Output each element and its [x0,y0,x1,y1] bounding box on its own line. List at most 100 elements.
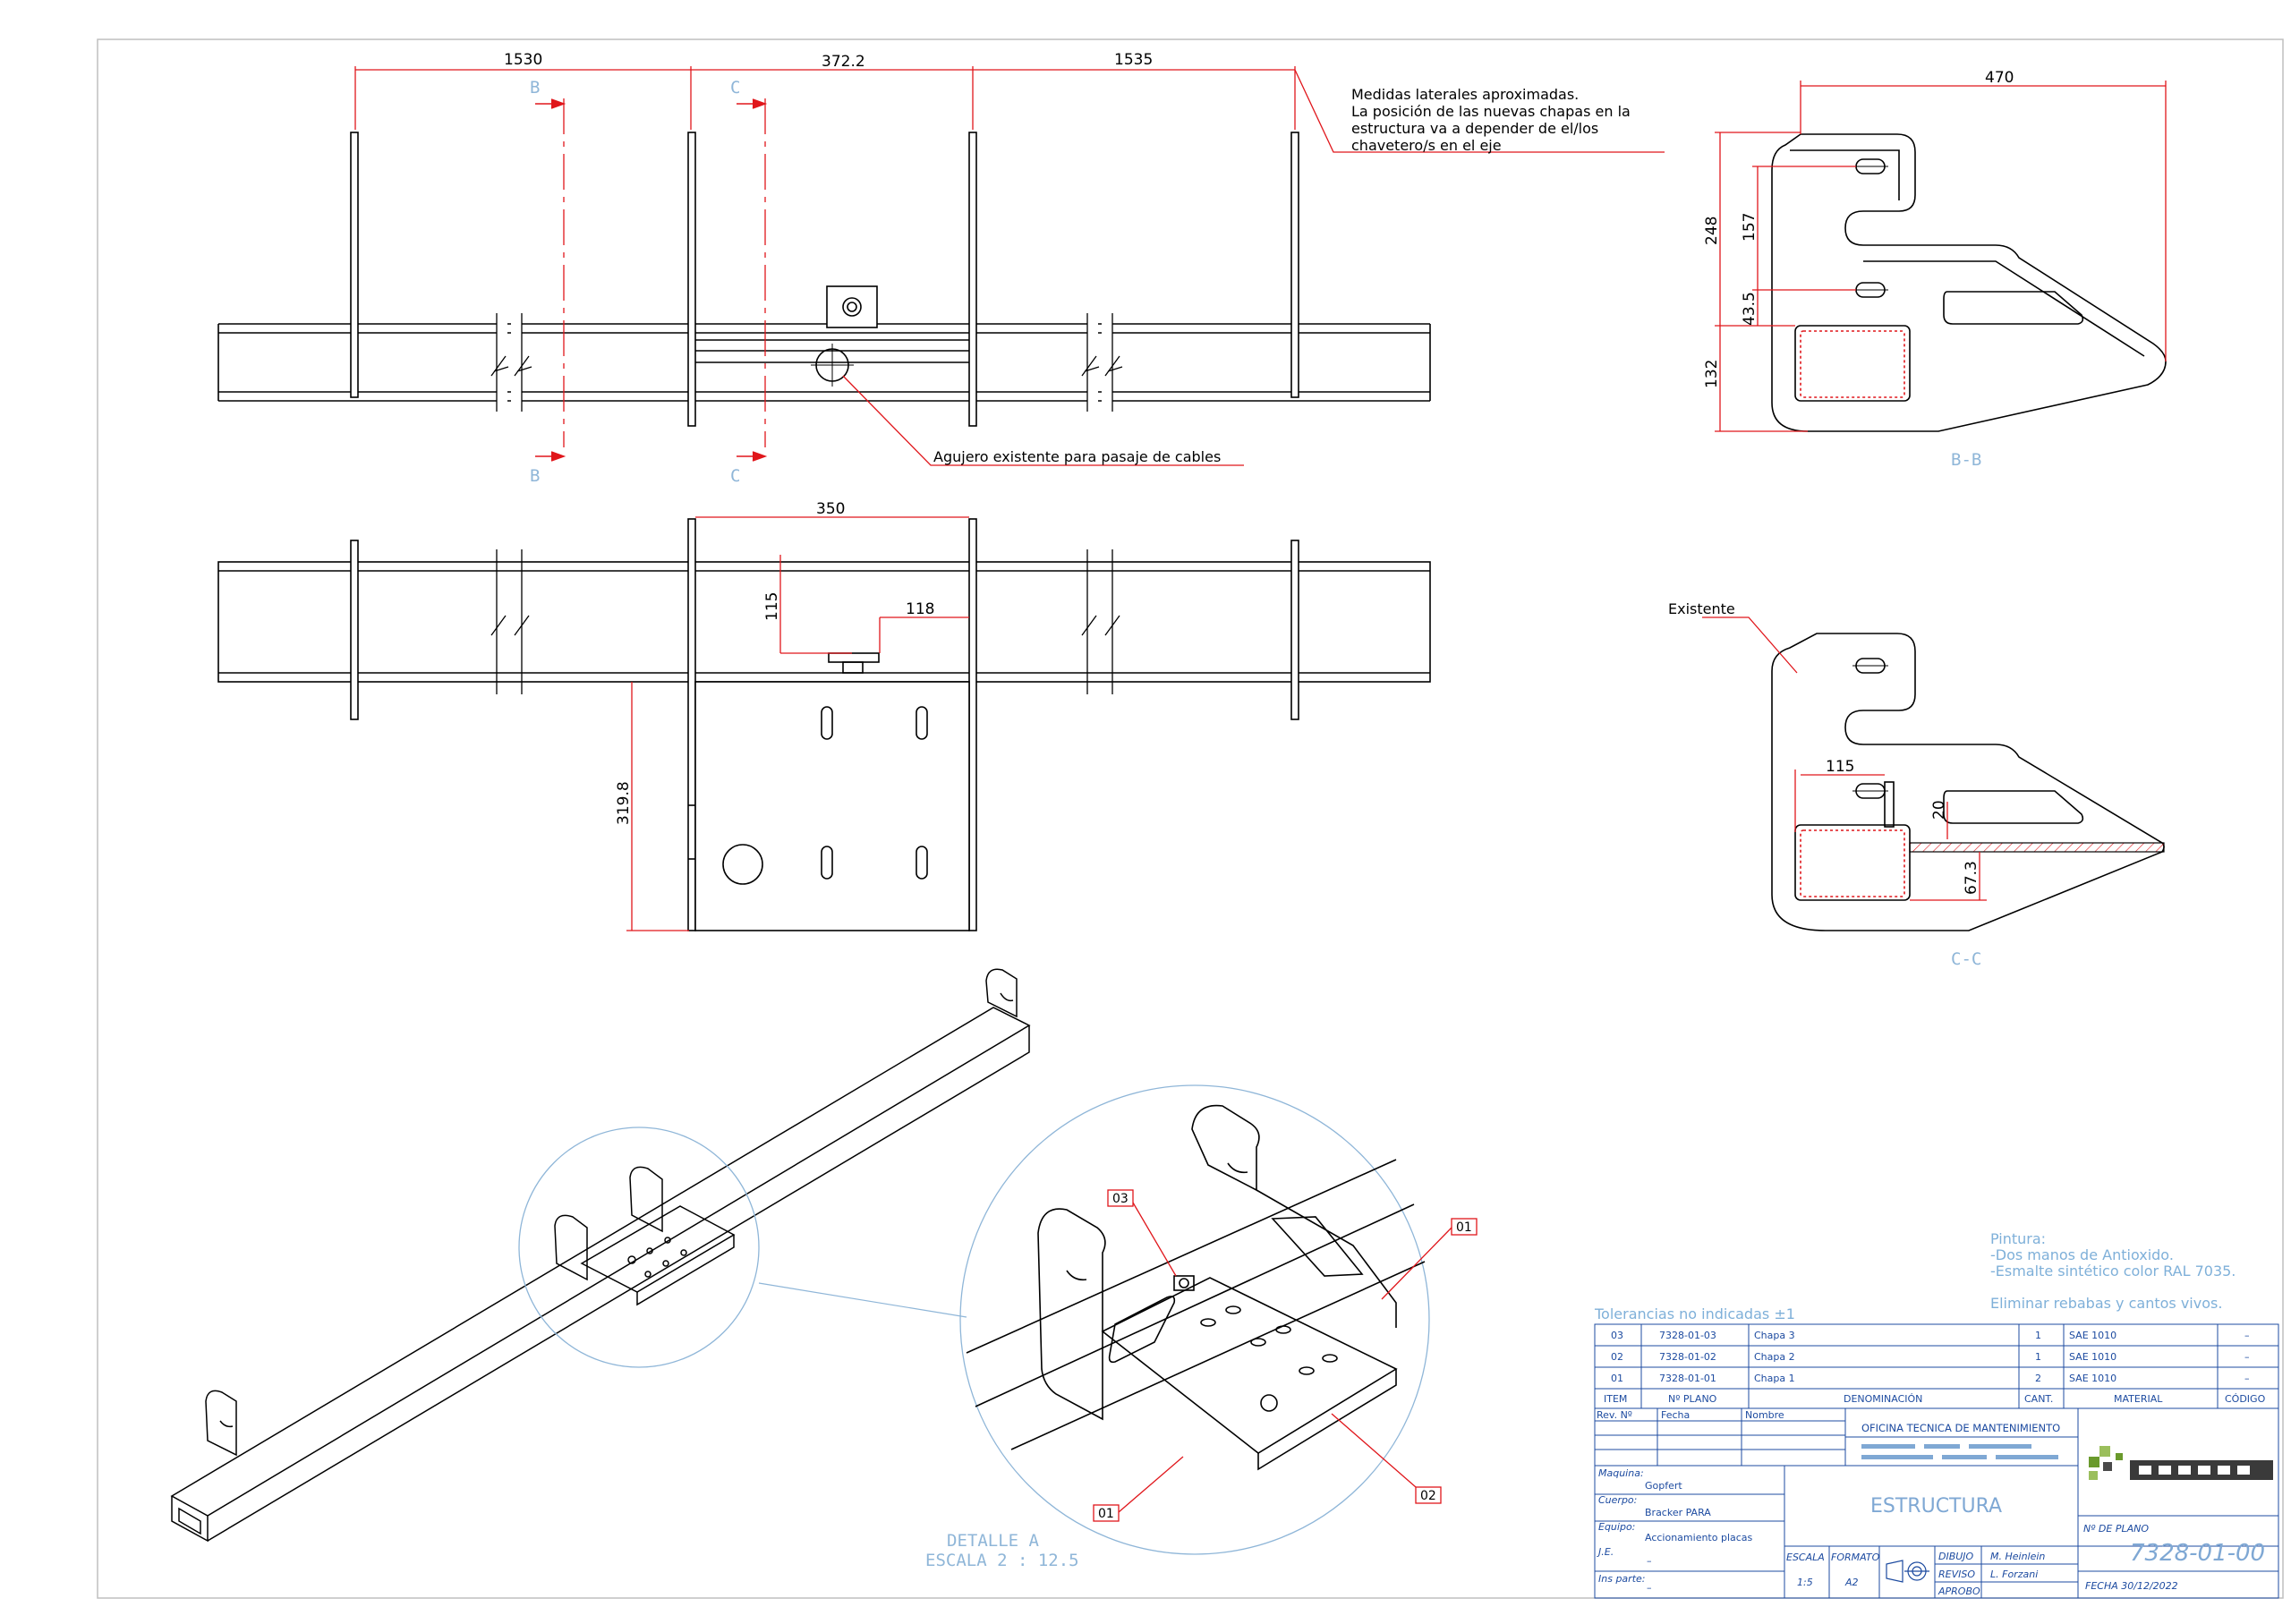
title-block [1594,1407,2279,1599]
svg-text:01: 01 [1611,1373,1623,1384]
section-bb [1771,133,2167,432]
tb-fecha: Fecha [1661,1409,1690,1421]
isometric-view [170,968,1031,1543]
tb-je-label: J.E. [1597,1546,1614,1558]
tb-reviso-label: REVISO [1938,1569,1975,1580]
tb-je: – [1647,1555,1652,1567]
hole-leader [842,375,1244,466]
dim-1530: 1530 [504,51,542,69]
detail-tags [1093,1189,1478,1522]
dim-43: 43.5 [1741,292,1759,326]
svg-text:7328-01-03: 7328-01-03 [1659,1330,1716,1341]
svg-text:-Esmalte sintético color RAL 7: -Esmalte sintético color RAL 7035. [1990,1263,2236,1280]
svg-text:CANT.: CANT. [2024,1393,2053,1405]
dim-350: 350 [816,500,845,518]
dim-319: 319.8 [615,781,633,825]
bom-row-1: 02 7328-01-02 Chapa 2 1 SAE 1010 – [1611,1351,2250,1363]
front-dimensions [626,516,969,931]
front-view [217,518,1431,931]
detail-title: DETALLE A [947,1531,1040,1551]
dim-115b: 115 [1826,758,1854,776]
bb-dimensions [1715,81,2167,432]
dim-67: 67.3 [1963,861,1980,895]
section-cc [1771,633,2165,931]
dim-372: 372.2 [822,53,865,71]
cut-lines-top: B B C C [530,78,768,486]
paint-notes: Pintura: -Dos manos de Antioxido. -Esmal… [1594,1230,2236,1322]
tb-oficina: OFICINA TECNICA DE MANTENIMIENTO [1861,1422,2060,1434]
svg-text:SAE 1010: SAE 1010 [2069,1373,2116,1384]
cc-plate-hatch [1909,842,2165,853]
lateral-note: Medidas laterales aproximadas. La posici… [1351,86,1631,154]
cc-dimensions [1794,769,1987,901]
svg-text:DENOMINACIÓN: DENOMINACIÓN [1844,1393,1922,1405]
dim-115a: 115 [763,592,781,621]
tb-plano: 7328-01-00 [2130,1540,2265,1567]
svg-text:SAE 1010: SAE 1010 [2069,1351,2116,1363]
cut-label-c-bottom: C [730,466,740,486]
top-dimensions [354,66,1665,153]
section-label-cc: C-C [1951,949,1981,969]
tb-cuerpo-label: Cuerpo: [1598,1494,1637,1506]
hole-note: Agujero existente para pasaje de cables [933,448,1221,465]
svg-text:Tolerancias no indicadas ±1: Tolerancias no indicadas ±1 [1594,1305,1795,1322]
detail-a-drawing [966,1104,1426,1471]
tag-03: 03 [1112,1192,1128,1206]
tb-parte-label: Ins parte: [1598,1573,1645,1585]
svg-text:2: 2 [2035,1373,2041,1384]
svg-text:MATERIAL: MATERIAL [2114,1393,2163,1405]
svg-text:Pintura:: Pintura: [1990,1230,2046,1247]
detail-circle-large [959,1084,1430,1555]
bom-row-0: 03 7328-01-03 Chapa 3 1 SAE 1010 – [1611,1330,2250,1341]
svg-text:–: – [2244,1330,2250,1341]
tb-plano-label: Nº DE PLANO [2083,1523,2149,1535]
svg-text:estructura va a depender de el: estructura va a depender de el/los [1351,120,1598,137]
tb-reviso: L. Forzani [1990,1569,2038,1580]
tb-oficina-pattern [1861,1444,2058,1459]
svg-text:1: 1 [2035,1351,2041,1363]
dim-1535: 1535 [1114,51,1153,69]
svg-text:-Dos manos de Antioxido.: -Dos manos de Antioxido. [1990,1246,2174,1263]
top-view [217,132,1431,427]
company-logo [2089,1446,2273,1480]
dim-132: 132 [1703,360,1721,388]
svg-text:Chapa 1: Chapa 1 [1754,1373,1795,1384]
dim-248: 248 [1703,217,1721,245]
tb-equipo: Accionamiento placas [1645,1532,1753,1543]
existente-note: Existente [1668,600,1735,617]
svg-text:Eliminar rebabas y cantos vivo: Eliminar rebabas y cantos vivos. [1990,1295,2222,1312]
bom-header: ITEM Nº PLANO DENOMINACIÓN CANT. MATERIA… [1604,1393,2266,1405]
tb-cuerpo: Bracker PARA [1645,1507,1711,1518]
svg-text:7328-01-02: 7328-01-02 [1659,1351,1716,1363]
tb-maquina: Gopfert [1645,1480,1682,1492]
tag-02: 02 [1420,1489,1436,1503]
svg-text:–: – [2244,1373,2250,1384]
tb-titulo: ESTRUCTURA [1870,1495,2002,1518]
svg-text:ITEM: ITEM [1604,1393,1627,1405]
bom-table [1594,1323,2279,1409]
svg-text:Chapa 3: Chapa 3 [1754,1330,1795,1341]
detail-scale: ESCALA 2 : 12.5 [925,1551,1079,1570]
svg-text:7328-01-01: 7328-01-01 [1659,1373,1716,1384]
svg-text:SAE 1010: SAE 1010 [2069,1330,2116,1341]
section-label-bb: B-B [1951,450,1981,470]
detail-circle-small [518,1127,760,1368]
tag-01-left: 01 [1098,1507,1114,1521]
tb-dibujo-label: DIBUJO [1938,1551,1974,1562]
dim-157: 157 [1741,213,1759,242]
svg-text:02: 02 [1611,1351,1623,1363]
cut-label-b-top: B [530,78,540,98]
projection-symbol-icon [1886,1560,1929,1583]
cut-label-c-top: C [730,78,740,98]
svg-text:CÓDIGO: CÓDIGO [2225,1393,2266,1405]
svg-text:–: – [2244,1351,2250,1363]
svg-text:La posición de las nuevas chap: La posición de las nuevas chapas en la [1351,103,1631,120]
dim-20: 20 [1930,800,1948,820]
tb-fecha-plano: FECHA 30/12/2022 [2085,1580,2178,1592]
tb-rev: Rev. Nº [1597,1409,1632,1421]
tb-escala-label: ESCALA [1786,1552,1825,1563]
tb-formato-label: FORMATO [1831,1552,1880,1563]
cut-label-b-bottom: B [530,466,540,486]
svg-text:03: 03 [1611,1330,1623,1341]
